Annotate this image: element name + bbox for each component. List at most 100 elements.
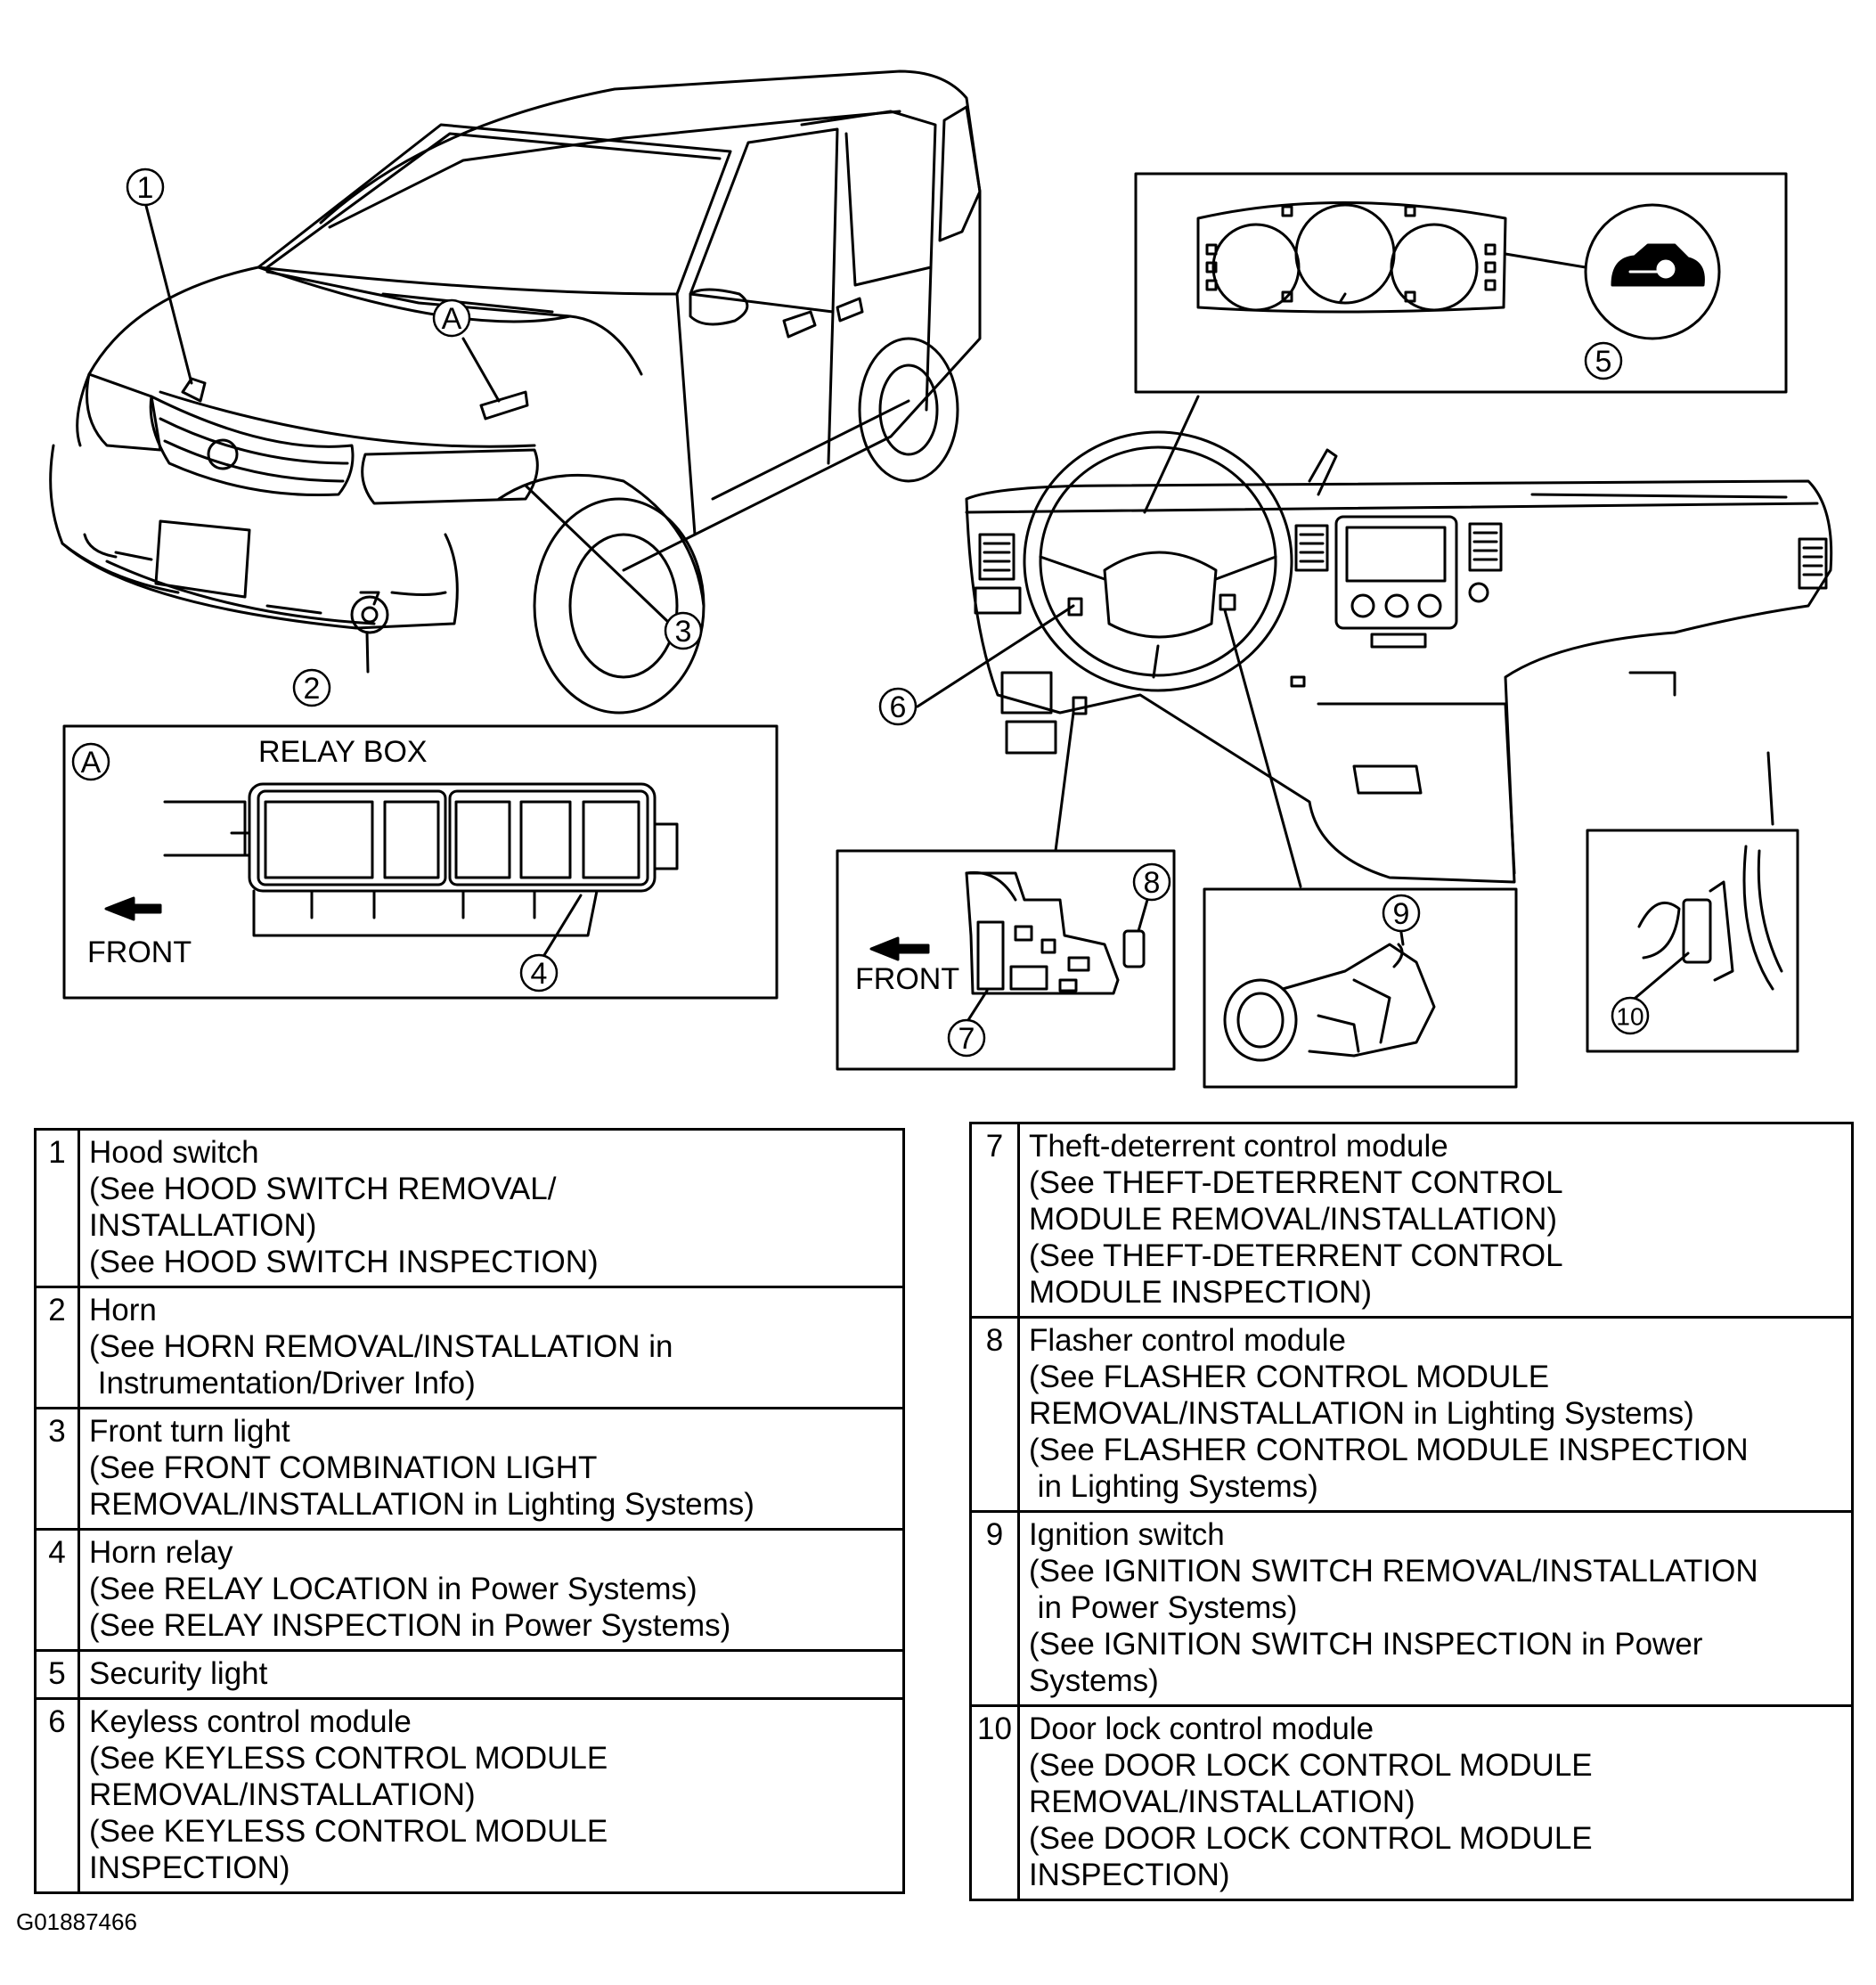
reference-text: (See HOOD SWITCH REMOVAL/ [89,1172,557,1206]
reference-text: Instrumentation/Driver Info) [89,1366,476,1401]
component-name: Ignition switch [1028,1517,1225,1552]
legend-number: 3 [34,1407,80,1531]
legend-description: Front turn light(See FRONT COMBINATION L… [77,1407,905,1531]
reference-text: (See IGNITION SWITCH REMOVAL/INSTALLATIO… [1028,1554,1758,1589]
door-lock-module-drawing [1637,845,1783,991]
legend-number: 6 [34,1697,80,1894]
reference-text: (See IGNITION SWITCH INSPECTION in Power [1028,1627,1703,1662]
legend-description: Theft-deterrent control module (See THEFT… [1016,1122,1855,1319]
callout-3: 3 [675,615,692,649]
reference-text: (See FLASHER CONTROL MODULE INSPECTION [1028,1433,1749,1467]
front-arrow-icon [104,896,162,921]
component-name: Hood switch [89,1135,259,1170]
vehicle-drawing [49,69,982,715]
reference-text: (See FRONT COMBINATION LIGHT [89,1450,598,1485]
relay-box-front-label: FRONT [87,935,192,969]
front-arrow-icon [869,936,930,961]
reference-text: (See RELAY INSPECTION in Power Systems) [89,1608,731,1643]
legend-number: 9 [969,1510,1020,1707]
legend-number: 2 [34,1286,80,1409]
callout-1: 1 [137,171,154,205]
leader-line [1054,711,1075,853]
figure-id: G01887466 [16,1908,137,1935]
callout-7: 7 [958,1022,975,1056]
callout-10: 10 [1616,1003,1644,1031]
module-inset-box [836,849,1176,1071]
leader-line [461,337,501,403]
leader-line [1628,952,1690,1004]
callout-9: 9 [1393,897,1410,931]
legend-description: Keyless control module(See KEYLESS CONTR… [77,1697,905,1894]
legend-table-left: 1 Hood switch(See HOOD SWITCH REMOVAL/INS… [34,1128,905,1894]
module-drawing [965,870,1146,995]
reference-text: (See DOOR LOCK CONTROL MODULE [1028,1821,1593,1856]
reference-text: (See RELAY LOCATION in Power Systems) [89,1572,697,1606]
leader-line [143,200,193,385]
reference-text: REMOVAL/INSTALLATION in Lighting Systems… [1028,1396,1694,1431]
leader-line [1504,252,1587,269]
reference-text: in Lighting Systems) [1028,1469,1318,1504]
module-front-label: FRONT [855,962,959,996]
callout-6: 6 [890,690,907,724]
legend-description: Horn(See HORN REMOVAL/INSTALLATION in In… [77,1286,905,1409]
reference-text: INSTALLATION) [89,1208,317,1243]
reference-text: INSPECTION) [89,1850,290,1885]
component-name: Flasher control module [1028,1323,1346,1358]
legend-description: Flasher control module (See FLASHER CONTR… [1016,1316,1855,1513]
legend-number: 1 [34,1128,80,1288]
dashboard-drawing [965,430,1833,884]
reference-text: REMOVAL/INSTALLATION) [1028,1785,1415,1819]
callout-circle [292,668,331,707]
callout-circle [878,687,918,726]
ignition-switch-drawing [1223,943,1436,1062]
relay-box-marker: A [81,746,102,780]
callout-circle [432,298,471,338]
component-name: Front turn light [89,1414,290,1449]
reference-text: REMOVAL/INSTALLATION in Lighting Systems… [89,1487,754,1522]
reference-text: INSPECTION) [1028,1858,1230,1892]
component-name: Door lock control module [1028,1711,1374,1746]
callout-circle [1382,894,1421,933]
callout-circle [71,742,110,781]
security-light-icon [1584,203,1721,340]
view-marker-a: A [442,302,462,336]
legend-row: 1 Hood switch(See HOOD SWITCH REMOVAL/INS… [34,1128,905,1288]
reference-text: MODULE REMOVAL/INSTALLATION) [1028,1202,1558,1237]
legend-description: Horn relay(See RELAY LOCATION in Power S… [77,1528,905,1652]
leader-line [916,604,1075,708]
reference-text: (See HORN REMOVAL/INSTALLATION in [89,1329,673,1364]
legend-number: 7 [969,1122,1020,1319]
callout-2: 2 [304,672,321,706]
leader-line [1143,395,1200,514]
leader-line [1223,609,1302,888]
callout-4: 4 [531,957,548,991]
component-name: Keyless control module [89,1704,412,1739]
component-name: Theft-deterrent control module [1028,1129,1448,1164]
legend-description: Ignition switch(See IGNITION SWITCH REMO… [1016,1510,1855,1707]
cluster-inset-box [1134,172,1788,394]
component-name: Horn [89,1293,157,1327]
callout-circle [664,611,703,650]
legend-number: 5 [34,1649,80,1700]
reference-text: (See DOOR LOCK CONTROL MODULE [1028,1748,1593,1783]
component-location-diagram: 1 2 3 4 5 6 7 8 9 10 A A RELAY BOX FRONT… [49,69,1833,1089]
relay-box-title: RELAY BOX [258,735,428,769]
ignition-inset-box [1203,887,1518,1089]
reference-text: MODULE INSPECTION) [1028,1275,1372,1310]
reference-text: Systems) [1028,1663,1159,1698]
reference-text: (See KEYLESS CONTROL MODULE [89,1741,608,1776]
legend-description: Door lock control module(See DOOR LOCK C… [1016,1704,1855,1901]
reference-text: (See THEFT-DETERRENT CONTROL [1028,1238,1563,1273]
legend-number: 4 [34,1528,80,1652]
callout-circle [126,167,165,207]
reference-text: (See KEYLESS CONTROL MODULE [89,1814,608,1849]
